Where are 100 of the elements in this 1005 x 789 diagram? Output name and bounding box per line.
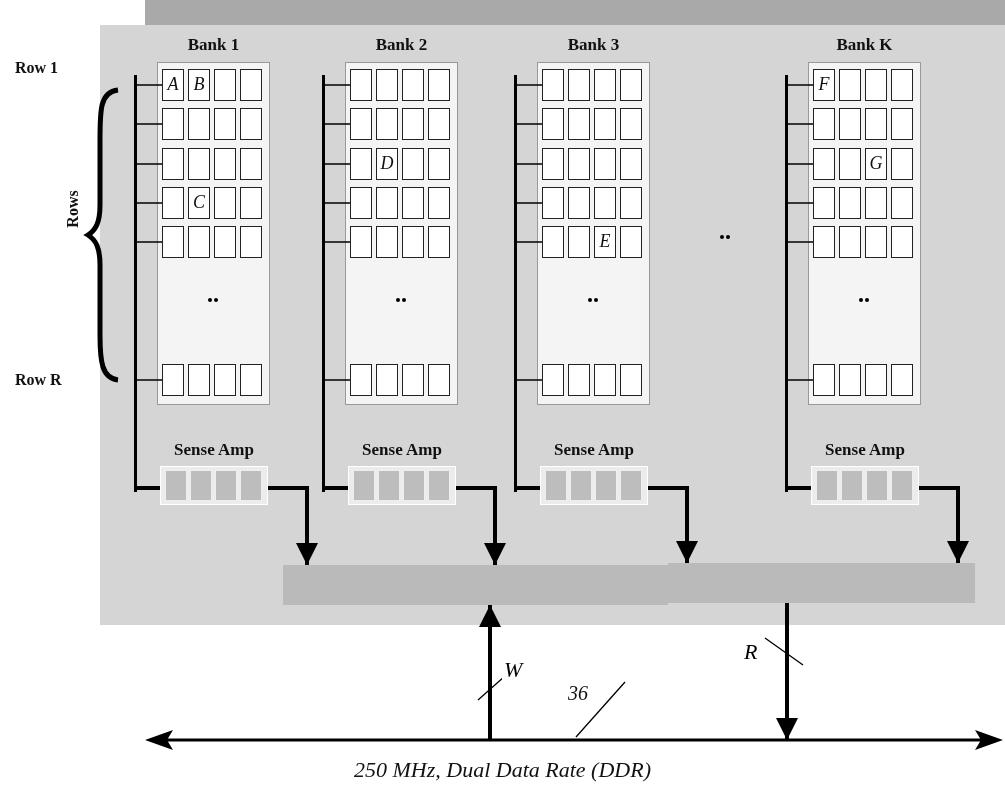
data-buffer-bar [668, 563, 975, 603]
word-line-bus [784, 75, 788, 492]
memory-cell [620, 108, 642, 140]
memory-cell [594, 364, 616, 396]
memory-cell [214, 69, 236, 101]
memory-cell [620, 69, 642, 101]
memory-cell [620, 148, 642, 180]
memory-cell [214, 108, 236, 140]
memory-cell [350, 226, 372, 258]
memory-cell [813, 108, 835, 140]
memory-cell [542, 364, 564, 396]
memory-cell [568, 226, 590, 258]
arrow [479, 605, 501, 740]
memory-cell [891, 364, 913, 396]
memory-cell [891, 69, 913, 101]
arrow [456, 486, 506, 565]
memory-cell [188, 108, 210, 140]
row-label: Row R [15, 371, 62, 389]
memory-cell [568, 148, 590, 180]
memory-cell [402, 364, 424, 396]
memory-cell [620, 187, 642, 219]
memory-cell [376, 69, 398, 101]
memory-cell [813, 364, 835, 396]
memory-cell [891, 108, 913, 140]
axis-label: Rows [63, 190, 82, 228]
data-buffer-bar [283, 565, 668, 605]
word-line-bus [321, 75, 325, 492]
sense-amp-title: Sense Amp [173, 440, 255, 460]
memory-cell [376, 187, 398, 219]
memory-cell [428, 69, 450, 101]
memory-cell [350, 69, 372, 101]
memory-cell [376, 226, 398, 258]
memory-cell [568, 108, 590, 140]
memory-cell [428, 108, 450, 140]
memory-cell [402, 108, 424, 140]
memory-cell [428, 187, 450, 219]
memory-cell [350, 364, 372, 396]
cell-letter: E [598, 231, 612, 252]
memory-cell [891, 226, 913, 258]
memory-cell [402, 187, 424, 219]
cell-letter: D [379, 153, 395, 174]
memory-cell [240, 187, 262, 219]
cell-letter: F [817, 74, 831, 95]
memory-cell [839, 226, 861, 258]
arrow [919, 486, 969, 563]
memory-cell [188, 226, 210, 258]
bank-title: Bank K [835, 35, 894, 55]
memory-cell [214, 148, 236, 180]
memory-cell [214, 226, 236, 258]
memory-cell [350, 148, 372, 180]
memory-cell [594, 226, 616, 258]
memory-bank [537, 35, 650, 405]
memory-cell [428, 226, 450, 258]
memory-cell [240, 148, 262, 180]
arrow [268, 486, 318, 565]
memory-cell [188, 69, 210, 101]
memory-cell [865, 108, 887, 140]
memory-cell [240, 108, 262, 140]
memory-cell [839, 108, 861, 140]
memory-cell [188, 148, 210, 180]
memory-bank [345, 35, 458, 405]
memory-cell [620, 364, 642, 396]
arrow [648, 486, 698, 563]
memory-cell [839, 187, 861, 219]
memory-cell [891, 187, 913, 219]
memory-cell [542, 226, 564, 258]
memory-cell [620, 226, 642, 258]
memory-cell [839, 69, 861, 101]
memory-cell [428, 148, 450, 180]
memory-cell [839, 364, 861, 396]
memory-cell [162, 364, 184, 396]
arrow [776, 603, 798, 740]
memory-cell [865, 69, 887, 101]
bus-width-label: 36 [568, 682, 588, 705]
memory-bank [157, 35, 270, 405]
cell-letter: C [192, 192, 206, 213]
memory-cell [162, 108, 184, 140]
memory-cell [402, 148, 424, 180]
memory-cell [865, 226, 887, 258]
memory-cell [568, 364, 590, 396]
memory-cell [428, 364, 450, 396]
cell-letter: G [868, 153, 884, 174]
memory-cell [542, 148, 564, 180]
bank-title: Bank 1 [186, 35, 241, 55]
memory-cell [402, 226, 424, 258]
memory-cell [813, 187, 835, 219]
memory-cell [240, 226, 262, 258]
word-line-bus [513, 75, 517, 492]
memory-cell [813, 69, 835, 101]
memory-bank [808, 35, 921, 405]
memory-cell [542, 187, 564, 219]
memory-cell [188, 187, 210, 219]
memory-cell [594, 108, 616, 140]
memory-cell [162, 69, 184, 101]
memory-cell [865, 148, 887, 180]
memory-cell [839, 148, 861, 180]
memory-cell [188, 364, 210, 396]
memory-cell [865, 364, 887, 396]
memory-cell [891, 148, 913, 180]
word-line-bus [133, 75, 137, 492]
